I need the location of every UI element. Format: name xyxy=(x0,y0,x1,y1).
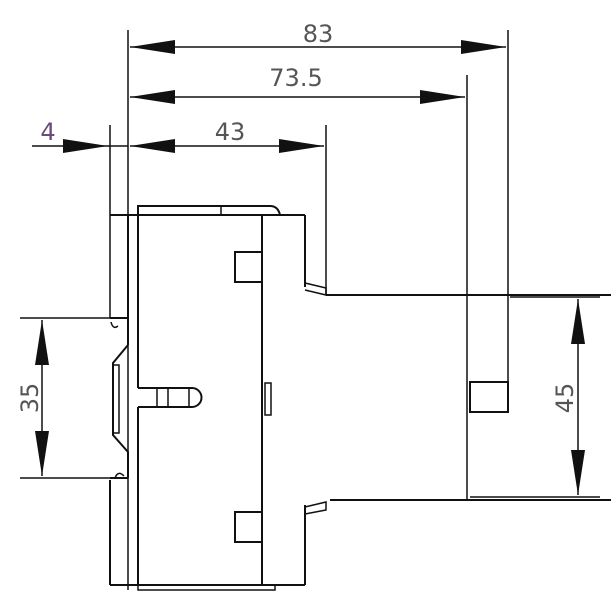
device-outline xyxy=(110,205,611,591)
dimension-73-5: 73.5 xyxy=(130,64,465,104)
dim-label-43: 43 xyxy=(215,118,246,146)
din-rail-clip xyxy=(109,215,129,585)
upper-terminal xyxy=(234,251,263,283)
dimension-4: 4 xyxy=(32,118,175,153)
dim-label-35: 35 xyxy=(16,383,44,414)
dim-label-45: 45 xyxy=(551,383,579,414)
dim-label-73-5: 73.5 xyxy=(269,64,322,92)
lower-terminal xyxy=(234,511,263,543)
dimension-45: 45 xyxy=(551,299,585,495)
right-tab xyxy=(469,381,509,413)
dimension-83: 83 xyxy=(130,20,506,54)
toggle-lever xyxy=(138,387,203,408)
dimension-35: 35 xyxy=(16,320,49,476)
dimension-43: 43 xyxy=(130,118,324,153)
extension-lines xyxy=(20,30,600,590)
indicator-slot xyxy=(264,382,272,416)
dim-label-4: 4 xyxy=(40,118,55,146)
dim-label-83: 83 xyxy=(303,20,334,48)
